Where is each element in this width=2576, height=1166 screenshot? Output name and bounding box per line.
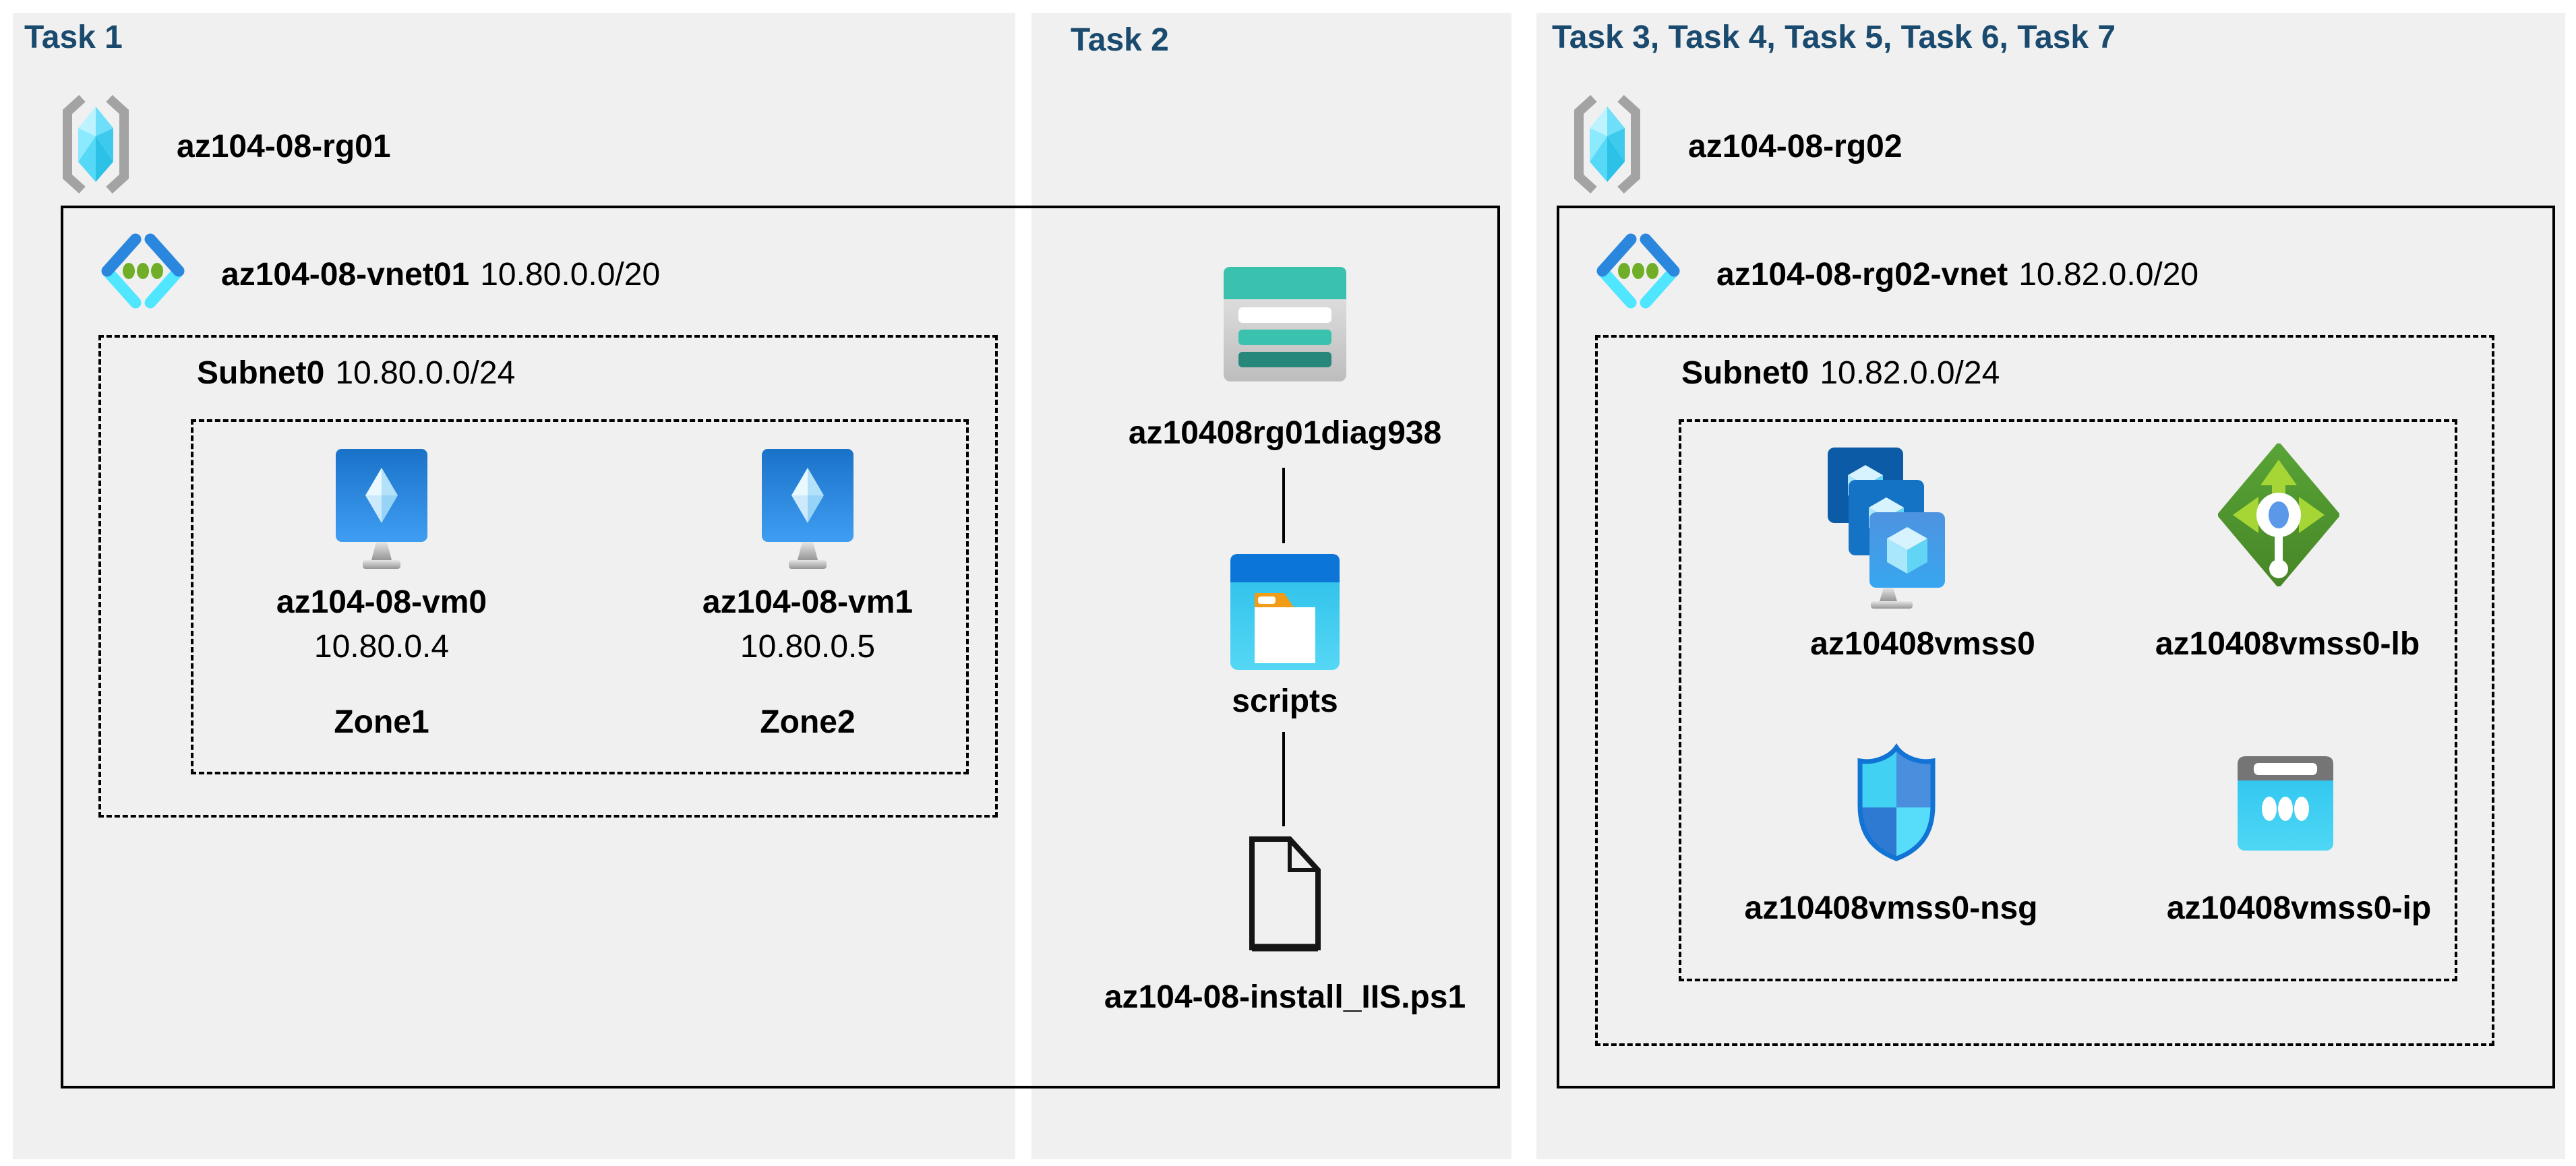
- task2-title: Task 2: [1071, 22, 1169, 58]
- lb-name: az10408vmss0-lb: [2155, 626, 2420, 662]
- vmss-resources-box: [1679, 419, 2457, 981]
- virtual-machine-icon: [760, 449, 855, 573]
- subnet1-box: [98, 335, 998, 818]
- connector-storage-scripts: [1282, 468, 1285, 543]
- resource-group-icon: [58, 93, 133, 195]
- subnet1-name: Subnet0: [197, 355, 325, 391]
- subnet2-box: [1595, 335, 2494, 1046]
- vnet2-name: az104-08-rg02-vnet: [1716, 257, 2008, 293]
- vm1-name: az104-08-vm1: [702, 584, 913, 620]
- rg1-name: az104-08-rg01: [177, 129, 391, 164]
- rg2-boundary-box: [1557, 206, 2555, 1088]
- vnet1-name: az104-08-vnet01: [221, 257, 470, 293]
- vm0-ip: 10.80.0.4: [313, 629, 450, 665]
- virtual-network-icon: [1594, 233, 1683, 312]
- resource-group-icon: [1569, 93, 1645, 195]
- rg1-boundary-box: [61, 206, 1500, 1088]
- virtual-network-icon: [98, 233, 187, 312]
- task1-panel: [13, 13, 1015, 1159]
- container-name: scripts: [1232, 683, 1338, 719]
- subnet2-name: Subnet0: [1681, 355, 1809, 391]
- vm0-name: az104-08-vm0: [276, 584, 487, 620]
- vnet2-cidr: 10.82.0.0/20: [2018, 257, 2199, 293]
- storage-account-name: az10408rg01diag938: [1128, 415, 1442, 451]
- subnet1-cidr: 10.80.0.0/24: [335, 355, 516, 391]
- script-file-icon: [1247, 836, 1323, 952]
- connector-scripts-file: [1282, 732, 1285, 826]
- subnet2-label: Subnet0 10.82.0.0/24: [1681, 355, 2000, 392]
- public-ip-icon: [2238, 756, 2333, 851]
- nsg-name: az10408vmss0-nsg: [1744, 890, 2038, 926]
- vm-zone-group-box: [191, 419, 969, 774]
- script-file-name: az104-08-install_IIS.ps1: [1104, 979, 1466, 1015]
- network-security-group-icon: [1854, 743, 1939, 863]
- load-balancer-icon: [2218, 443, 2339, 586]
- vm-scale-set-icon: [1828, 448, 1948, 609]
- storage-account-icon: [1224, 267, 1346, 381]
- vnet1-label: az104-08-vnet01 10.80.0.0/20: [221, 256, 660, 293]
- vnet2-label: az104-08-rg02-vnet 10.82.0.0/20: [1716, 256, 2198, 293]
- subnet2-cidr: 10.82.0.0/24: [1820, 355, 2000, 391]
- vm1-ip: 10.80.0.5: [740, 629, 876, 665]
- task3-panel: [1536, 13, 2565, 1159]
- task1-title: Task 1: [24, 20, 123, 55]
- vm1-zone: Zone2: [760, 704, 856, 740]
- task3-title: Task 3, Task 4, Task 5, Task 6, Task 7: [1552, 20, 2116, 55]
- blob-container-icon: [1230, 554, 1340, 670]
- subnet1-label: Subnet0 10.80.0.0/24: [197, 355, 515, 392]
- vm0-zone: Zone1: [334, 704, 429, 740]
- vnet1-cidr: 10.80.0.0/20: [480, 257, 661, 293]
- public-ip-name: az10408vmss0-ip: [2166, 890, 2432, 926]
- rg2-name: az104-08-rg02: [1688, 129, 1903, 164]
- vmss-name: az10408vmss0: [1810, 626, 2035, 662]
- virtual-machine-icon: [334, 449, 429, 573]
